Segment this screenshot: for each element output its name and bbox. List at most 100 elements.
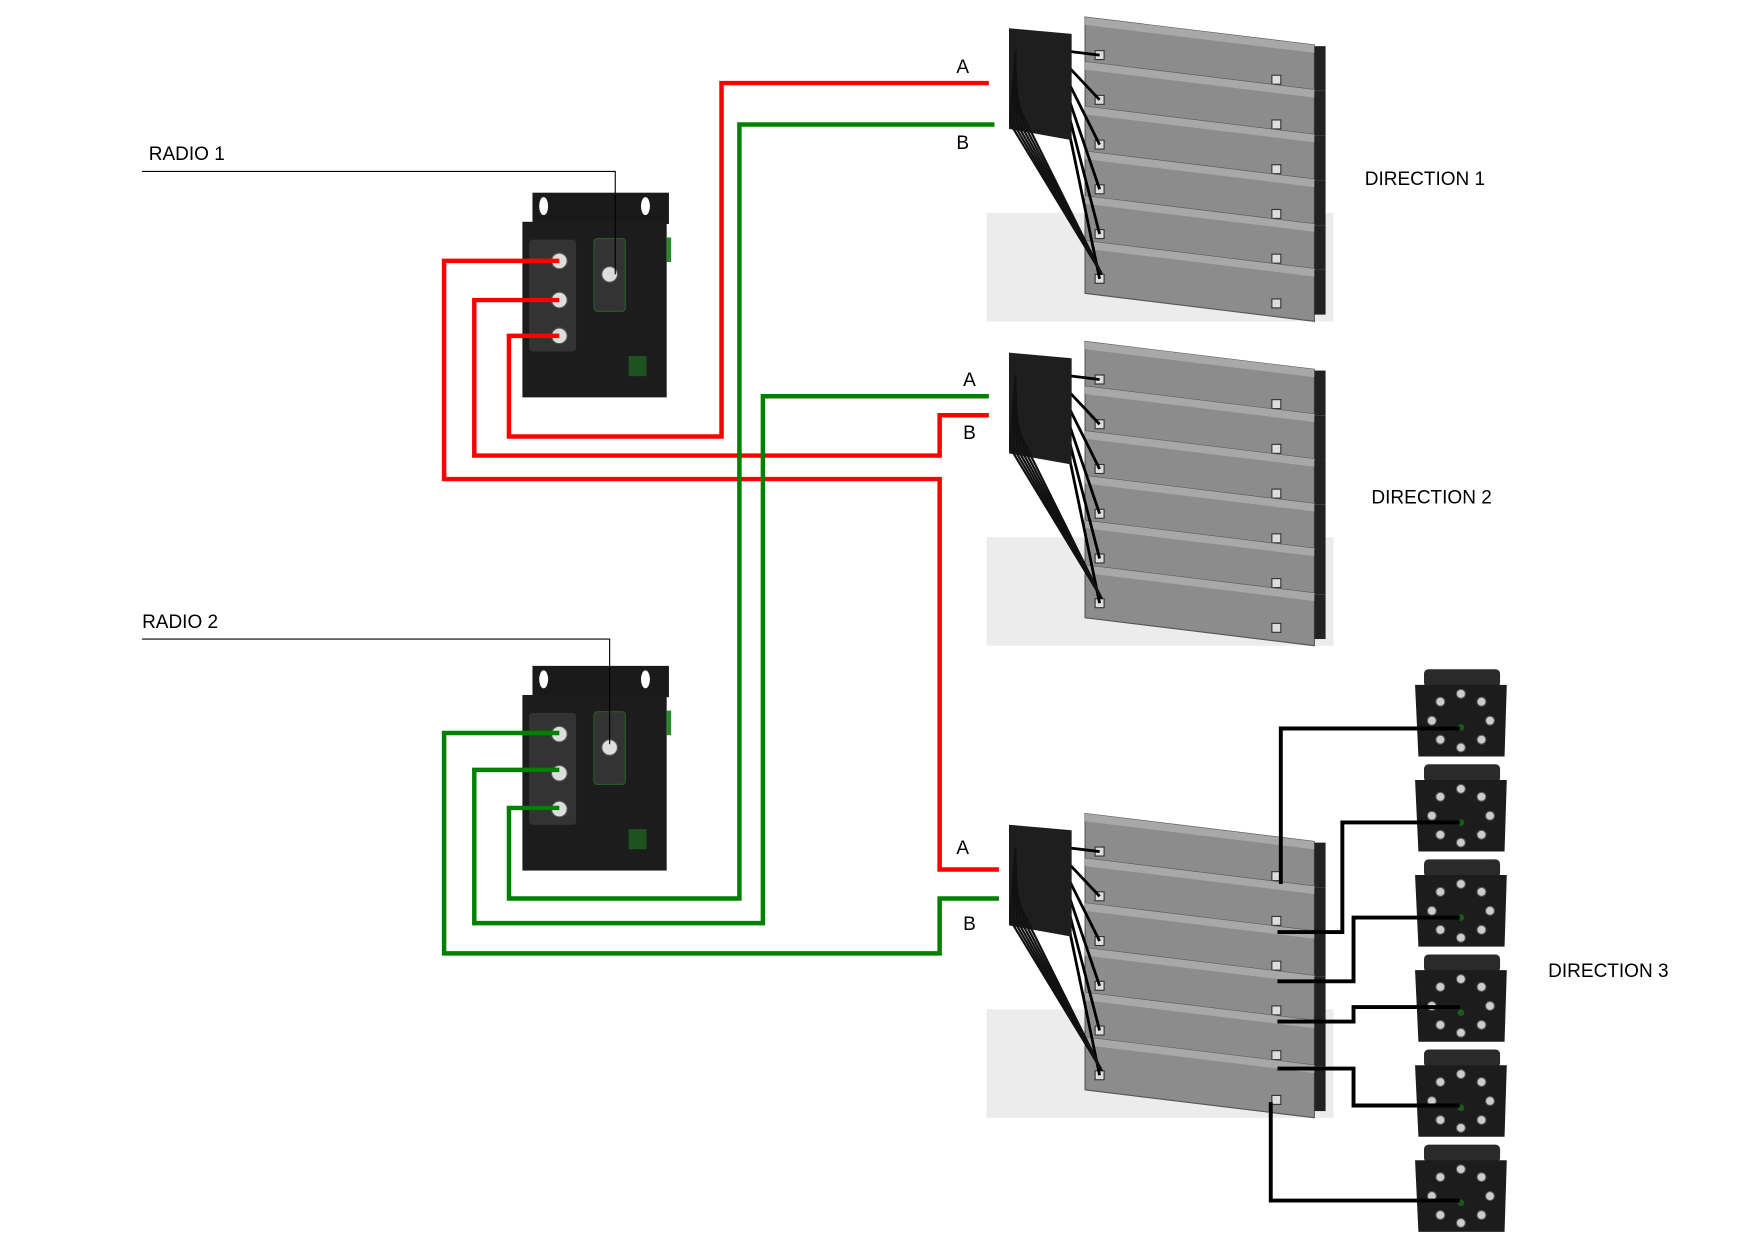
mounting-bracket <box>1314 1066 1326 1112</box>
module-top <box>1085 1037 1315 1074</box>
connector-icon <box>1476 981 1487 992</box>
connector-icon <box>1476 696 1487 707</box>
connector-icon <box>1271 443 1282 454</box>
mounting-bracket <box>1314 504 1326 550</box>
connector-icon <box>1271 74 1282 85</box>
mount-hole-icon <box>539 197 549 216</box>
connector-icon <box>1455 974 1466 985</box>
module-top <box>1085 240 1315 277</box>
module-top <box>1085 813 1315 850</box>
module-top <box>1085 903 1315 939</box>
cable-radio1-dir1-a <box>506 80 989 439</box>
connector-icon <box>1271 119 1282 130</box>
splitter-bracket <box>1424 859 1501 878</box>
splitter-unit <box>1415 669 1507 757</box>
connector-icon <box>1476 734 1487 745</box>
mounting-bracket <box>1314 842 1326 888</box>
connector-icon <box>1455 1069 1466 1080</box>
module-top <box>1085 386 1315 423</box>
connector-icon <box>1094 508 1105 519</box>
splitter-unit <box>1415 859 1507 947</box>
direction-2-port-a: A <box>963 370 976 391</box>
connector-icon <box>1455 742 1466 753</box>
splitter-unit <box>1415 764 1507 852</box>
splitters <box>1415 669 1507 1232</box>
connector-icon <box>1455 1122 1466 1133</box>
jumper-cable <box>1014 100 1103 275</box>
mounting-bracket <box>1314 225 1326 270</box>
connector-icon <box>1476 829 1487 840</box>
splitter-bracket <box>1424 1049 1501 1068</box>
connector-icon <box>1435 1210 1446 1221</box>
cable-radio2-dir2-a <box>472 394 989 926</box>
connector-icon <box>1271 960 1282 971</box>
module-top <box>1085 106 1315 143</box>
splitter-unit <box>1415 1049 1507 1137</box>
connector-icon <box>1271 399 1282 410</box>
direction-1-port-a: A <box>956 57 969 78</box>
connector-icon <box>1435 1172 1446 1183</box>
direction-1-port-b: B <box>956 133 969 154</box>
direction-2-stack <box>986 340 1334 647</box>
module-top <box>1085 520 1315 557</box>
filter-stacks <box>986 16 1334 1119</box>
mounting-bracket <box>1314 1021 1326 1067</box>
connector-icon <box>1271 1094 1282 1105</box>
connector-icon <box>1476 1172 1487 1183</box>
connector-icon <box>1455 837 1466 848</box>
splitter-bracket <box>1424 764 1501 783</box>
connector-icon <box>1476 886 1487 897</box>
radio-1-unit <box>522 192 672 398</box>
mount-hole-icon <box>539 670 549 689</box>
connector-icon <box>1271 298 1282 309</box>
module-top <box>1085 17 1315 53</box>
mounting-bracket <box>1314 932 1326 977</box>
mounting-bracket <box>1314 269 1326 315</box>
connector-icon <box>1435 791 1446 802</box>
module-top <box>1085 196 1315 232</box>
connector-icon <box>1271 488 1282 499</box>
connector-icon <box>1476 1210 1487 1221</box>
radio-2-label: RADIO 2 <box>142 612 218 633</box>
module-top <box>1085 61 1315 98</box>
mounting-bracket <box>1314 549 1326 595</box>
connector-icon <box>1476 1076 1487 1088</box>
connector-icon <box>1271 578 1282 589</box>
radio-units <box>522 192 672 871</box>
jumper-cable <box>1014 896 1103 1072</box>
module-top <box>1085 858 1315 895</box>
module-top <box>1085 947 1315 984</box>
connector-icon <box>1435 1019 1446 1030</box>
combiner-unit <box>1008 824 1072 937</box>
jumper-cable <box>1014 424 1103 600</box>
terminal-block <box>666 710 672 736</box>
connector-icon <box>1426 810 1437 821</box>
connector-icon <box>1435 829 1446 840</box>
connector-icon <box>1435 1114 1446 1126</box>
connector-icon <box>1435 924 1446 935</box>
connector-icon <box>1435 696 1446 707</box>
mounting-bracket <box>1314 415 1326 461</box>
mounting-bracket <box>1314 460 1326 505</box>
connector-icon <box>1271 164 1282 175</box>
mount-hole-icon <box>640 197 650 216</box>
splitter-cable <box>1277 1005 1460 1024</box>
mounting-bracket <box>1314 594 1326 640</box>
radio-1-label: RADIO 1 <box>149 144 225 165</box>
direction-3-label: DIRECTION 3 <box>1548 961 1668 982</box>
connector-icon <box>1476 1114 1487 1126</box>
module-top <box>1085 992 1315 1029</box>
combiner-unit <box>1008 352 1072 465</box>
logo-icon <box>628 829 647 850</box>
combiner-unit <box>1008 28 1072 141</box>
terminal-block <box>666 237 672 263</box>
connector-icon <box>1455 783 1466 794</box>
direction-1-label: DIRECTION 1 <box>1365 169 1485 190</box>
splitter-cable <box>1278 726 1460 884</box>
radio-2-lead <box>142 638 611 745</box>
module-top <box>1085 475 1315 512</box>
connector-icon <box>1476 1019 1487 1030</box>
connector-icon <box>1455 1027 1466 1038</box>
mounting-bracket <box>1314 90 1326 136</box>
